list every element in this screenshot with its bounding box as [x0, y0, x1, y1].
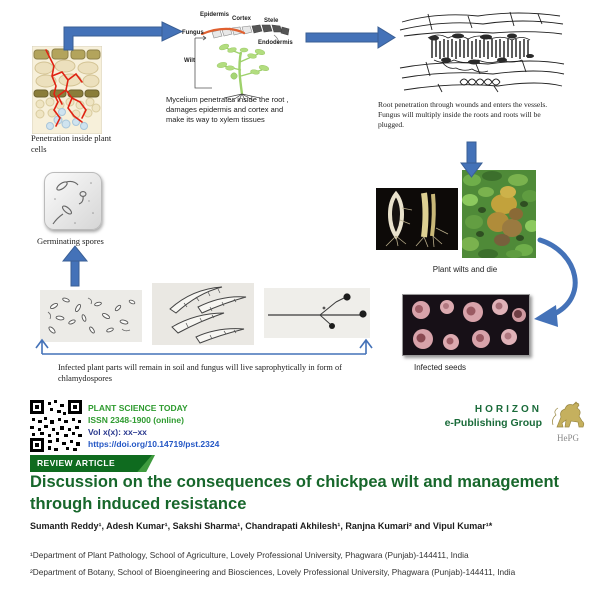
- soil-survival-caption: Infected plant parts will remain in soil…: [58, 363, 342, 384]
- microconidia-micrograph: [40, 290, 142, 342]
- hepg-lion-logo-icon: [552, 401, 585, 428]
- diseased-roots-photo: [376, 188, 458, 250]
- publisher-name-line1: HORIZON: [474, 404, 542, 415]
- label-endodermis: Endodermis: [258, 40, 293, 46]
- article-title: Discussion on the consequences of chickp…: [30, 473, 560, 513]
- penetration-caption: Penetration inside plant cells: [31, 133, 112, 154]
- journal-doi-link[interactable]: https://doi.org/10.14719/pst.2324: [88, 439, 220, 449]
- arrow-curved-to-seeds-icon: [534, 237, 578, 327]
- journal-issn: ISSN 2348-1900 (online): [88, 415, 184, 425]
- affiliation-1: ¹Department of Plant Pathology, School o…: [30, 550, 469, 560]
- publisher-name-line2: e-Publishing Group: [444, 417, 542, 429]
- root-section-caption: Mycelium penetrates inside the root , da…: [166, 95, 289, 124]
- affiliation-2: ²Department of Botany, School of Bioengi…: [30, 567, 516, 577]
- germinating-spores-micrograph: [44, 172, 102, 230]
- journal-volume: Vol x(x): xx–xx: [88, 427, 147, 437]
- label-fungus: Fungus: [182, 30, 204, 36]
- qr-code: [30, 400, 82, 452]
- chlamydospores-micrograph: [264, 288, 370, 338]
- macroconidia-micrograph: [152, 283, 254, 345]
- journal-info-block: PLANT SCIENCE TODAY ISSN 2348-1900 (onli…: [88, 402, 219, 450]
- penetration-micrograph: [32, 46, 102, 134]
- infected-seeds-caption: Infected seeds: [414, 363, 467, 372]
- label-cortex: Cortex: [232, 16, 252, 22]
- publisher-name: HORIZON e-Publishing Group: [420, 404, 542, 429]
- label-epidermis: Epidermis: [200, 12, 230, 18]
- plant-wilts-caption: Plant wilts and die: [432, 265, 498, 274]
- label-stele: Stele: [264, 18, 279, 24]
- infected-seeds-photo: [402, 294, 530, 356]
- article-type-badge: REVIEW ARTICLE: [30, 455, 152, 472]
- arrow-right-icon: [305, 26, 396, 49]
- wilted-plant-photo: [462, 170, 536, 258]
- arrow-up-germination-icon: [61, 245, 89, 287]
- vessels-caption: Root penetration through wounds and ente…: [378, 100, 548, 130]
- root-section-diagram: Epidermis Cortex Stele Fungus Endodermis…: [182, 10, 302, 102]
- article-authors: Sumanth Reddy¹, Adesh Kumar¹, Sakshi Sha…: [30, 521, 493, 531]
- label-wilt: Wilt: [184, 58, 195, 64]
- hepg-logo-text: HePG: [557, 433, 579, 443]
- journal-name: PLANT SCIENCE TODAY: [88, 403, 188, 413]
- vessels-drawing: [398, 6, 566, 98]
- germinating-spores-caption: Germinating spores: [37, 236, 104, 246]
